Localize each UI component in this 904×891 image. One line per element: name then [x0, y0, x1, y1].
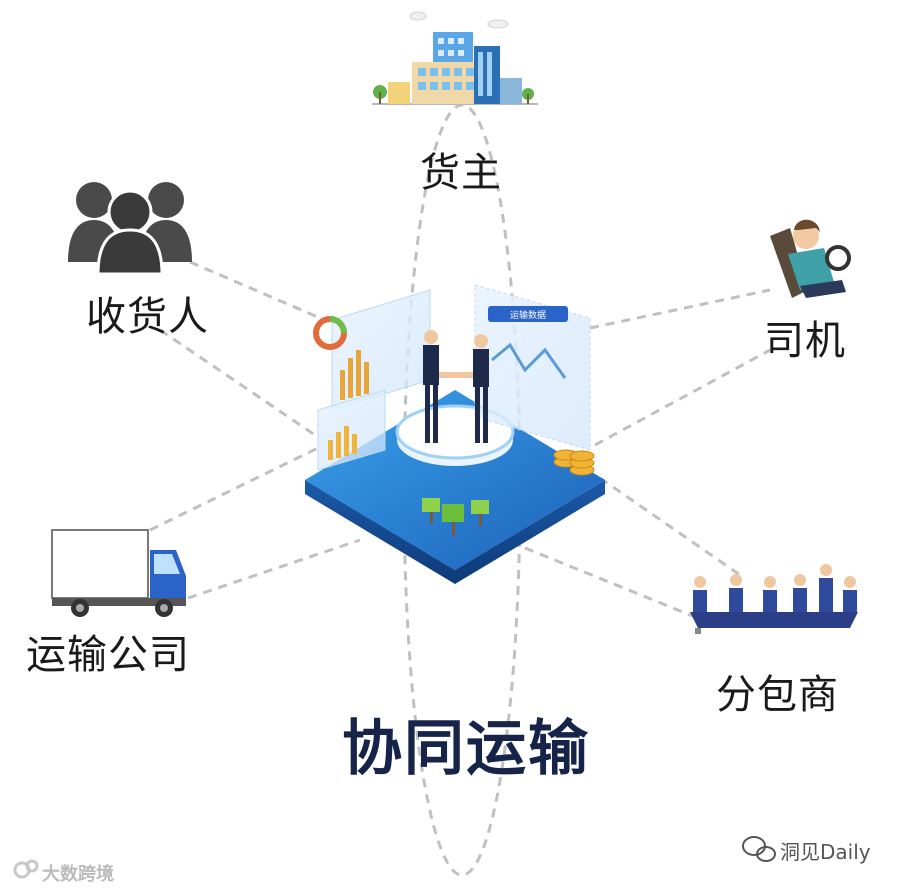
diagram-title: 协同运输: [342, 700, 590, 787]
link-truck-top: [150, 448, 318, 530]
wechat-icon: [743, 837, 775, 861]
people-group-icon: [68, 182, 192, 274]
truck-icon: [52, 530, 186, 617]
handshake-platform-icon: 运输数据: [305, 285, 605, 584]
link-consignee-bottom: [160, 330, 315, 435]
watermark-left: 大数跨境: [42, 860, 114, 886]
node-label-shipper: 货主: [420, 140, 502, 198]
link-sub-top: [600, 478, 740, 575]
node-label-consignee: 收货人: [86, 284, 209, 342]
link-sub-bottom: [525, 548, 715, 625]
node-label-subcontractor: 分包商: [716, 662, 839, 720]
watermark-right: 洞见Daily: [780, 836, 871, 865]
driver-icon: [770, 220, 849, 298]
panel-text: 运输数据: [510, 309, 546, 321]
watermark-logo-icon: [15, 861, 37, 877]
meeting-team-icon: [690, 564, 858, 634]
node-label-driver: 司机: [764, 308, 846, 366]
link-driver-top: [590, 290, 770, 328]
link-driver-bottom: [595, 350, 770, 445]
node-label-transport-company: 运输公司: [26, 622, 190, 680]
link-truck-bottom: [188, 540, 360, 598]
office-buildings-icon: [372, 12, 538, 104]
link-consignee-top: [190, 262, 320, 318]
